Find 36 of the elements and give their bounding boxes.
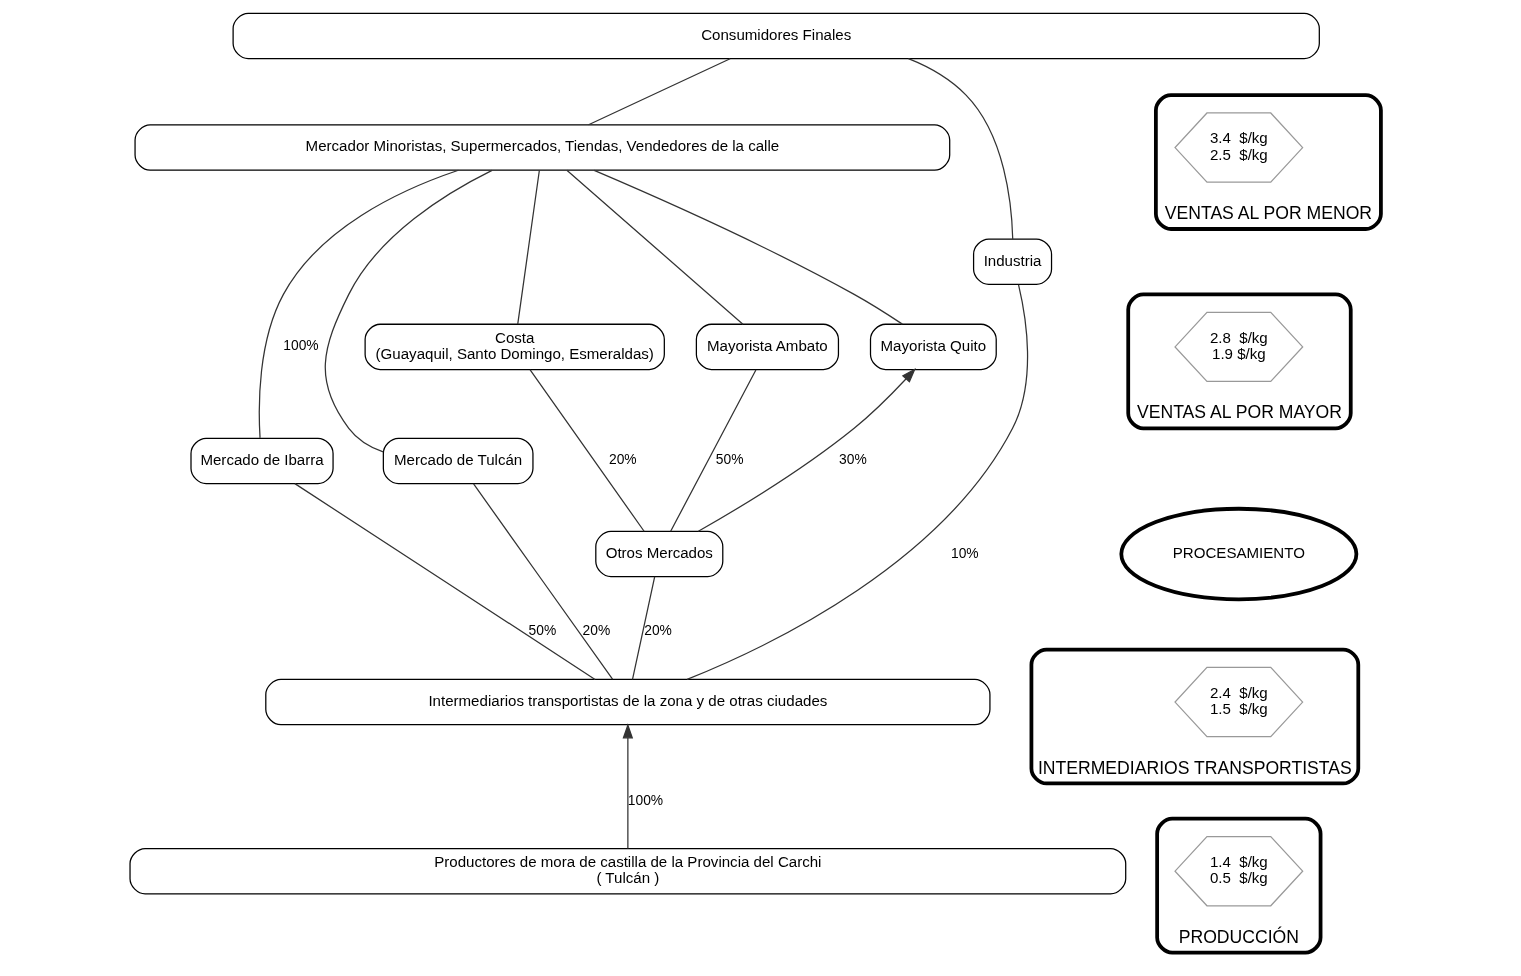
node-box: Costa (Guayaquil, Santo Domingo, Esmeraldas) bbox=[364, 323, 665, 371]
arrow bbox=[622, 723, 634, 850]
node-box: Mercado de Ibarra bbox=[190, 437, 334, 485]
edge-label: 50% bbox=[528, 622, 557, 639]
edge-label: 20% bbox=[609, 451, 637, 468]
connector bbox=[587, 58, 731, 126]
node-box: Mayorista Ambato bbox=[695, 323, 840, 371]
connector bbox=[294, 483, 596, 681]
connector bbox=[670, 369, 757, 532]
edge-label: 20% bbox=[644, 622, 672, 639]
connector bbox=[324, 169, 493, 453]
node-box: Otros Mercados bbox=[595, 530, 724, 578]
connector bbox=[258, 169, 459, 439]
edge-label: 30% bbox=[839, 451, 867, 468]
node-box: Productores de mora de castilla de la Provincia del Carchi ( Tulcán ) bbox=[129, 847, 1127, 895]
edge-label: 50% bbox=[715, 451, 744, 468]
connector bbox=[593, 169, 903, 325]
edge-label: 10% bbox=[950, 544, 979, 561]
connector bbox=[529, 369, 645, 532]
connector bbox=[631, 576, 656, 680]
node-box: Industria bbox=[972, 238, 1053, 285]
node-box: Intermediarios transportistas de la zona y de otras ciudades bbox=[265, 678, 991, 726]
connector bbox=[686, 284, 1029, 681]
edge-label: 20% bbox=[582, 622, 611, 639]
connector bbox=[472, 483, 614, 680]
node-ellipse: PROCESAMIENTO bbox=[1119, 506, 1359, 602]
connector bbox=[566, 169, 744, 325]
edge-label: 100% bbox=[283, 337, 319, 354]
arrow bbox=[697, 368, 916, 532]
node-box: Mayorista Quito bbox=[869, 323, 997, 371]
node-box: Mercado de Tulcán bbox=[382, 437, 534, 485]
node-box: Consumidores Finales bbox=[232, 12, 1320, 60]
node-box: Mercador Minoristas, Supermercados, Tiendas, Vendedores de la calle bbox=[134, 124, 951, 171]
edge-label: 100% bbox=[627, 791, 664, 808]
connector bbox=[907, 58, 1014, 240]
connector bbox=[517, 169, 540, 325]
